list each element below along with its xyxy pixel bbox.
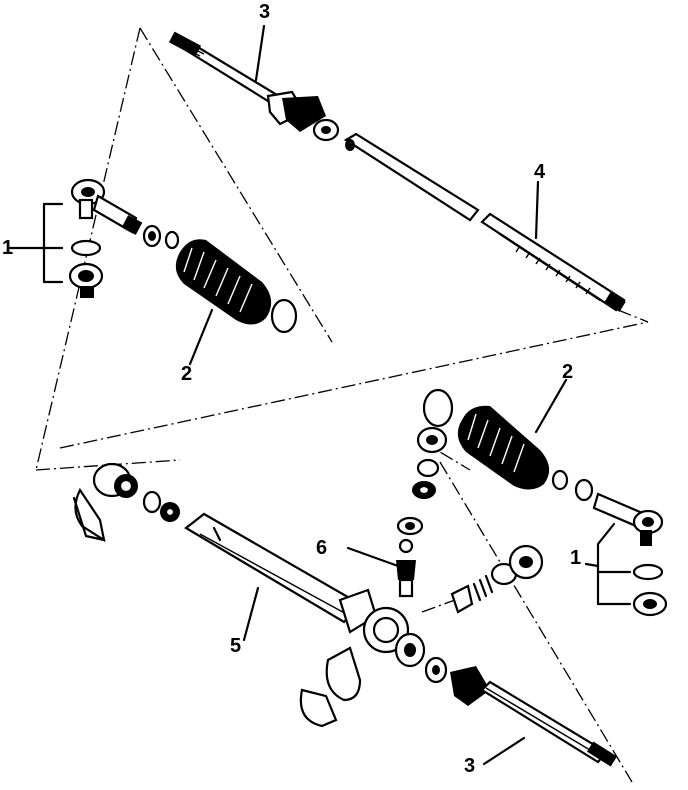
callout-1-left: 1: [2, 237, 14, 259]
tie-rod-end-right: [584, 492, 668, 617]
callout-3-top: 3: [259, 1, 271, 23]
callout-2-left: 2: [181, 363, 193, 385]
inner-tie-rod-bottom: [450, 666, 618, 767]
mount-bushing-left: [72, 462, 138, 543]
tie-rod-end-left: [8, 178, 143, 298]
rack-bar: [343, 132, 626, 312]
jam-nut-bottom: [424, 656, 448, 684]
pinion-seal-stack: [396, 426, 448, 536]
leader-lines: [188, 24, 568, 766]
inner-tie-rod-top: [168, 31, 340, 142]
rack-housing: [184, 512, 426, 728]
callout-2-right: 2: [562, 361, 574, 383]
callout-5: 5: [230, 635, 242, 657]
callout-3-bottom: 3: [464, 755, 476, 777]
bellows-boot-right: [422, 388, 594, 502]
callout-6: 6: [316, 537, 328, 559]
rack-teeth: [515, 245, 591, 295]
pinion-shaft: [346, 538, 416, 598]
callout-4: 4: [534, 161, 546, 183]
jam-nut-left-small: [142, 224, 180, 250]
rack-end-washers-left: [142, 490, 180, 522]
bellows-boot-left: [175, 239, 298, 334]
yoke-spring-plug: [450, 544, 544, 614]
callout-1-right: 1: [570, 547, 582, 569]
